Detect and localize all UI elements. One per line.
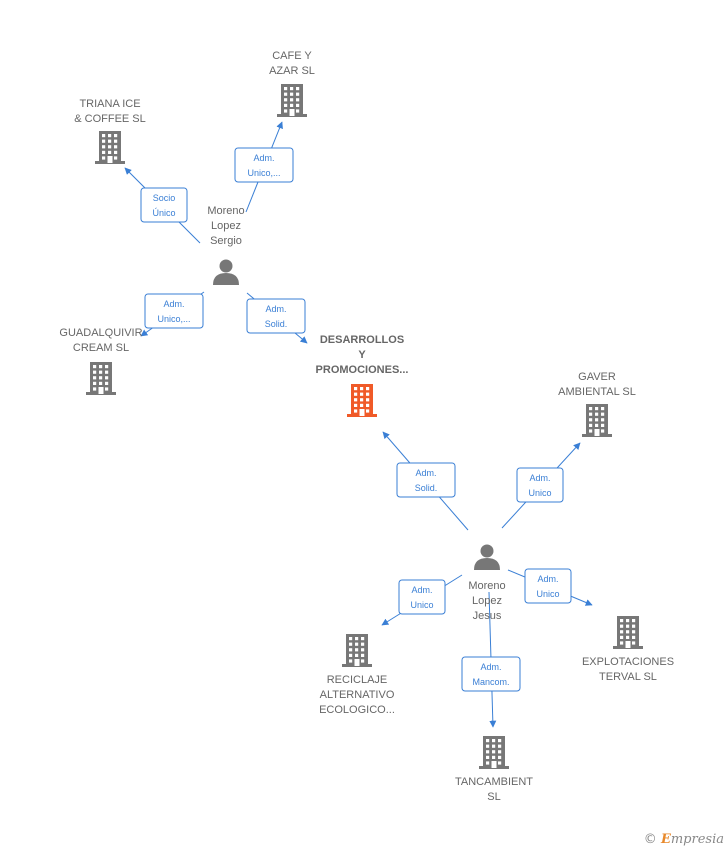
relation-label-sergio-desarrollos[interactable]: Adm. Solid. xyxy=(246,298,306,334)
node-label-line: Y xyxy=(358,349,366,361)
building-icon xyxy=(347,384,377,417)
node-label-line: DESARROLLOS xyxy=(320,334,404,346)
relation-text: Unico xyxy=(410,600,433,610)
node-label-line: CAFE Y xyxy=(272,50,312,62)
building-icon xyxy=(95,131,125,164)
company-node-tanc[interactable]: TANCAMBIENT SL xyxy=(455,736,533,803)
relation-box xyxy=(144,293,204,329)
company-node-guadal[interactable]: GUADALQUIVIR CREAM SL xyxy=(59,327,143,395)
relation-text: Adm. xyxy=(163,299,184,309)
relation-label-jesus-reciclaje[interactable]: Adm. Unico xyxy=(398,579,446,615)
node-label-line: ALTERNATIVO xyxy=(320,689,395,701)
node-label-line: & COFFEE SL xyxy=(74,113,146,125)
node-label-line: Lopez xyxy=(211,220,241,232)
node-label-line: AMBIENTAL SL xyxy=(558,386,636,398)
node-label-line: CREAM SL xyxy=(73,342,129,354)
relation-label-jesus-gaver[interactable]: Adm. Unico xyxy=(516,467,564,503)
company-node-desarrollos[interactable]: DESARROLLOS Y PROMOCIONES... xyxy=(316,334,409,417)
node-label-line: EXPLOTACIONES xyxy=(582,656,674,668)
relation-text: Adm. xyxy=(480,662,501,672)
node-label-line: TRIANA ICE xyxy=(79,98,140,110)
relation-box xyxy=(461,656,521,692)
building-icon xyxy=(613,616,643,649)
relation-text: Adm. xyxy=(537,574,558,584)
building-icon xyxy=(582,404,612,437)
brand-logo: © Empresia xyxy=(643,832,724,847)
company-node-cafe[interactable]: CAFE Y AZAR SL xyxy=(269,50,315,117)
relation-text: Socio xyxy=(153,193,176,203)
node-label-line: Moreno xyxy=(207,205,244,217)
node-label-line: GAVER xyxy=(578,371,616,383)
nodes-layer: CAFE Y AZAR SL TRIANA ICE & COFFEE SL Moreno… xyxy=(59,50,674,803)
relation-box xyxy=(246,298,306,334)
relation-label-jesus-desarrollos[interactable]: Adm. Solid. xyxy=(396,462,456,498)
relation-text: Solid. xyxy=(415,483,438,493)
node-label-line: TERVAL SL xyxy=(599,671,657,683)
relation-text: Unico xyxy=(528,488,551,498)
node-label-line: RECICLAJE xyxy=(327,674,388,686)
node-label-line: AZAR SL xyxy=(269,65,315,77)
relation-box xyxy=(234,147,294,183)
relation-text: Adm. xyxy=(529,473,550,483)
company-node-reciclaje[interactable]: RECICLAJE ALTERNATIVO ECOLOGICO... xyxy=(319,634,395,716)
relation-box xyxy=(140,187,188,223)
node-label-line: Moreno xyxy=(468,580,505,592)
company-node-triana[interactable]: TRIANA ICE & COFFEE SL xyxy=(74,98,146,164)
relation-box xyxy=(524,568,572,604)
relation-text: Unico,... xyxy=(247,168,280,178)
relation-text: Adm. xyxy=(265,304,286,314)
node-label-line: TANCAMBIENT xyxy=(455,776,533,788)
node-label-line: Lopez xyxy=(472,595,502,607)
relation-text: Único xyxy=(152,208,175,218)
relation-box xyxy=(396,462,456,498)
relation-label-sergio-guadal[interactable]: Adm. Unico,... xyxy=(144,293,204,329)
node-label-line: GUADALQUIVIR xyxy=(59,327,142,339)
relation-label-jesus-explot[interactable]: Adm. Unico xyxy=(524,568,572,604)
relation-text: Adm. xyxy=(253,153,274,163)
node-label-line: Jesus xyxy=(473,610,502,622)
relation-text: Unico,... xyxy=(157,314,190,324)
relation-text: Unico xyxy=(536,589,559,599)
company-node-gaver[interactable]: GAVER AMBIENTAL SL xyxy=(558,371,636,437)
relation-box xyxy=(516,467,564,503)
person-icon xyxy=(213,259,239,285)
person-icon xyxy=(474,544,500,570)
building-icon xyxy=(342,634,372,667)
node-label-line: SL xyxy=(487,791,500,803)
node-label-line: Sergio xyxy=(210,235,242,247)
building-icon xyxy=(479,736,509,769)
node-label-line: PROMOCIONES... xyxy=(316,364,409,376)
relation-text: Adm. xyxy=(415,468,436,478)
relation-box xyxy=(398,579,446,615)
node-label-line: ECOLOGICO... xyxy=(319,704,395,716)
relation-label-jesus-tanc[interactable]: Adm. Mancom. xyxy=(461,656,521,692)
building-icon xyxy=(277,84,307,117)
company-node-explot[interactable]: EXPLOTACIONES TERVAL SL xyxy=(582,616,674,683)
relation-text: Adm. xyxy=(411,585,432,595)
relation-label-sergio-cafe[interactable]: Adm. Unico,... xyxy=(234,147,294,183)
relation-text: Solid. xyxy=(265,319,288,329)
building-icon xyxy=(86,362,116,395)
relation-text: Mancom. xyxy=(472,677,509,687)
relation-labels-layer: Adm.Unico,...SocioÚnicoAdm.Unico,...Adm.… xyxy=(140,147,572,692)
